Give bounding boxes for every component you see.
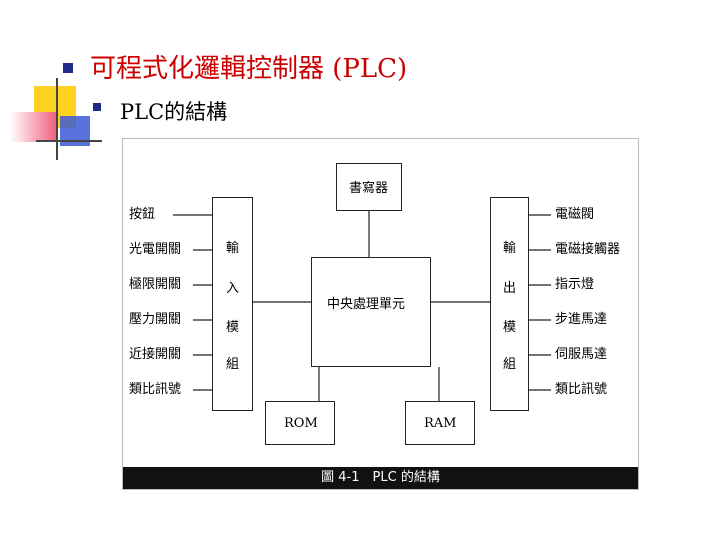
output-device-label: 電磁接觸器 — [555, 242, 621, 257]
plc-structure-figure: 書寫器 中央處理單元 ROM RAM 輸 入 模 組 輸 出 模 組 按鈕 光電… — [122, 138, 639, 490]
input-module-char: 組 — [226, 357, 240, 372]
writer-label: 書寫器 — [349, 181, 389, 196]
subtitle: PLC的結構 — [120, 100, 228, 124]
input-device-label: 類比訊號 — [129, 382, 182, 397]
input-device-label: 近接開關 — [129, 347, 182, 362]
cpu-label: 中央處理單元 — [327, 297, 406, 312]
output-module-char: 組 — [503, 357, 517, 372]
ram-label: RAM — [424, 416, 457, 431]
output-device-label: 伺服馬達 — [555, 347, 608, 362]
output-device-label: 步進馬達 — [555, 312, 608, 327]
input-device-label: 按鈕 — [129, 207, 156, 222]
output-device-label: 電磁閥 — [555, 207, 595, 222]
input-module-char: 入 — [226, 281, 240, 296]
input-module-box — [212, 197, 253, 411]
output-module-char: 出 — [503, 281, 517, 296]
input-module-char: 輸 — [226, 241, 240, 256]
output-device-label: 類比訊號 — [555, 382, 608, 397]
deco-pink-square — [10, 112, 58, 142]
output-device-label: 指示燈 — [555, 277, 595, 292]
cpu-box — [311, 257, 431, 367]
output-module-box — [490, 197, 529, 411]
rom-box — [265, 401, 335, 445]
rom-label: ROM — [284, 416, 318, 431]
input-device-label: 壓力開關 — [129, 312, 182, 327]
input-device-label: 光電開關 — [129, 242, 182, 257]
diagram-connectors — [173, 211, 551, 401]
subtitle-bullet — [93, 103, 101, 111]
output-module-char: 模 — [503, 320, 517, 335]
page-title: 可程式化邏輯控制器 (PLC) — [90, 54, 408, 84]
deco-horizontal-line — [36, 140, 102, 142]
output-module-char: 輸 — [503, 241, 517, 256]
ram-box — [405, 401, 475, 445]
figure-caption: 圖 4-1 PLC 的結構 — [123, 467, 638, 489]
writer-box — [336, 163, 402, 211]
input-module-char: 模 — [226, 320, 240, 335]
deco-vertical-line — [56, 78, 58, 160]
input-device-label: 極限開關 — [129, 277, 182, 292]
title-bullet — [63, 63, 73, 73]
